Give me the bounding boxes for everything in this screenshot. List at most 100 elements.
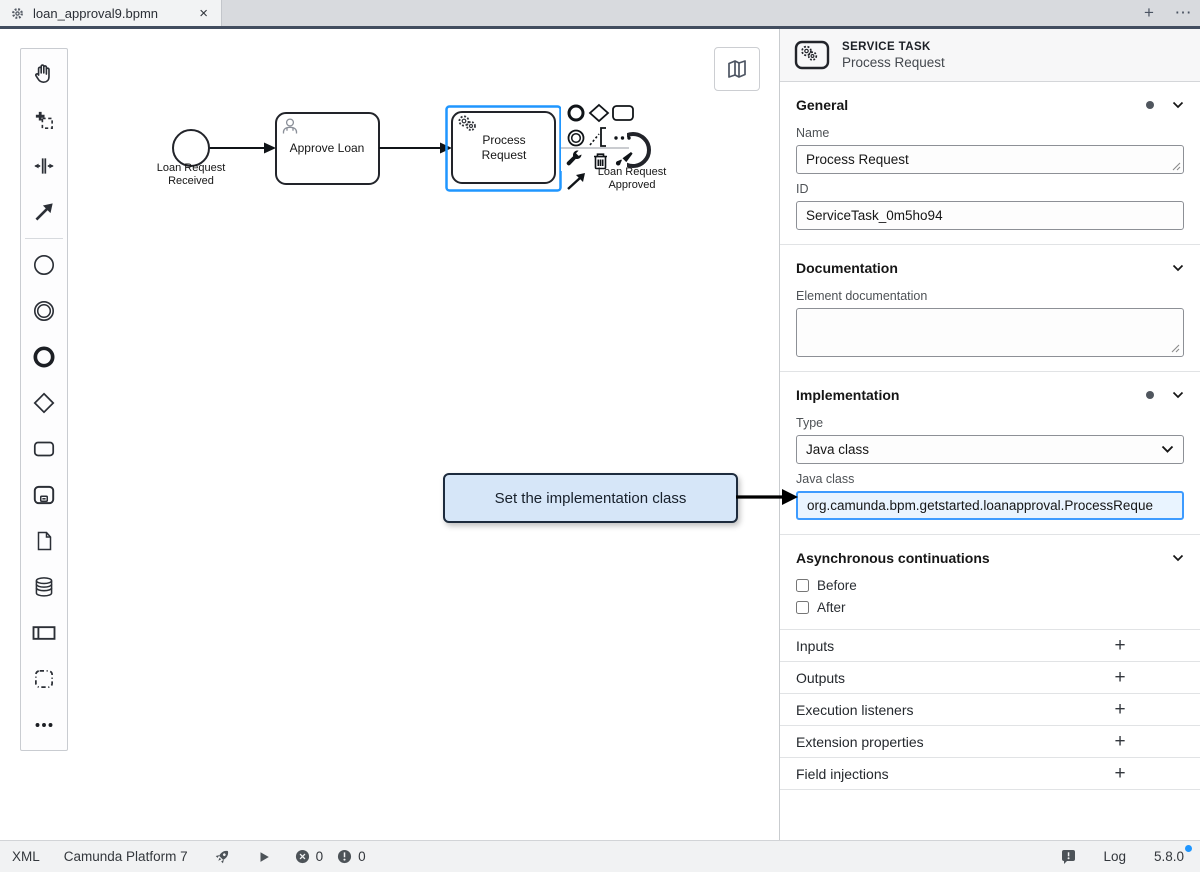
data-object-icon (37, 531, 52, 551)
append-end-event-icon[interactable] (567, 104, 585, 122)
more-tools-icon[interactable] (614, 136, 631, 140)
chevron-down-icon[interactable] (1172, 554, 1184, 562)
field-injections-label: Field injections (796, 765, 889, 782)
create-task[interactable] (21, 426, 67, 472)
create-intermediate-event[interactable] (21, 288, 67, 334)
tab-loan-approval[interactable]: loan_approval9.bpmn × (0, 0, 222, 26)
create-group[interactable] (21, 656, 67, 702)
minimap-toggle-button[interactable] (714, 47, 760, 91)
section-outputs[interactable]: Outputs + (780, 662, 1200, 694)
section-inputs[interactable]: Inputs + (780, 630, 1200, 662)
edited-indicator (1146, 391, 1154, 399)
user-task-label: Approve Loan (290, 141, 365, 155)
palette-more-tools[interactable] (21, 702, 67, 748)
outputs-label: Outputs (796, 669, 846, 686)
start-event[interactable] (172, 129, 210, 167)
start-instance-button[interactable] (257, 850, 271, 864)
task-icon (33, 441, 55, 457)
error-count: 0 (315, 849, 324, 864)
append-gateway-icon[interactable] (588, 103, 610, 123)
element-name: Process Request (842, 54, 945, 70)
create-subprocess[interactable] (21, 472, 67, 518)
add-execution-listener-button[interactable]: + (1114, 699, 1126, 720)
resize-handle[interactable] (1171, 344, 1180, 353)
wrench-icon[interactable] (566, 150, 582, 166)
engine-profile[interactable]: Camunda Platform 7 (63, 849, 188, 864)
append-text-annotation-icon[interactable] (589, 127, 606, 147)
edited-indicator (1146, 101, 1154, 109)
id-input[interactable] (796, 201, 1184, 230)
type-label: Type (796, 416, 824, 430)
add-input-button[interactable]: + (1114, 635, 1126, 656)
chevron-down-icon[interactable] (1172, 101, 1184, 109)
xml-toggle[interactable]: XML (12, 849, 40, 864)
lasso-tool[interactable] (21, 97, 67, 143)
append-intermediate-event-icon[interactable] (567, 129, 585, 147)
create-gateway[interactable] (21, 380, 67, 426)
java-class-label: Java class (796, 472, 855, 486)
hand-tool[interactable] (21, 51, 67, 97)
create-participant[interactable] (21, 610, 67, 656)
service-task-label-1: Process (482, 133, 525, 147)
section-extension-properties[interactable]: Extension properties + (780, 726, 1200, 758)
bpmn-canvas[interactable]: Loan Request Received Approve Loan (0, 29, 780, 840)
log-toggle[interactable]: Log (1103, 849, 1126, 864)
chevron-down-icon[interactable] (1172, 391, 1184, 399)
trash-icon[interactable] (594, 153, 607, 170)
more-options-button[interactable]: ⋯ (1174, 3, 1192, 22)
end-event-label-1: Loan Request (598, 166, 667, 178)
close-icon[interactable]: × (199, 4, 208, 22)
before-checkbox-row: Before (796, 578, 1184, 593)
name-input[interactable] (796, 145, 1184, 174)
tabbar-spacer (222, 0, 1132, 26)
connect-arrow-icon[interactable] (567, 173, 585, 190)
status-bar: XML Camunda Platform 7 0 0 (0, 840, 1200, 872)
gateway-icon (33, 392, 55, 414)
space-tool[interactable] (21, 143, 67, 189)
version-info[interactable]: 5.8.0 (1154, 845, 1192, 864)
general-title: General (796, 97, 849, 113)
service-task-process-request[interactable] (451, 111, 556, 184)
update-available-dot (1185, 845, 1192, 852)
after-checkbox[interactable] (796, 601, 809, 614)
create-end-event[interactable] (21, 334, 67, 380)
map-icon (728, 60, 746, 78)
append-task-icon[interactable] (612, 105, 634, 121)
tab-title: loan_approval9.bpmn (33, 5, 159, 21)
create-data-object[interactable] (21, 518, 67, 564)
after-label: After (817, 600, 846, 615)
create-start-event[interactable] (21, 242, 67, 288)
section-documentation: Documentation Element documentation (780, 245, 1200, 372)
element-documentation-input[interactable] (796, 308, 1184, 357)
selection-outline (445, 105, 562, 192)
global-connect-tool[interactable] (21, 189, 67, 235)
deploy-button[interactable] (214, 848, 231, 865)
data-store-icon (35, 577, 53, 597)
section-general: General Name ID (780, 82, 1200, 245)
error-icon (295, 849, 309, 864)
bpmn-diagram: Loan Request Received Approve Loan (157, 99, 667, 192)
add-extension-property-button[interactable]: + (1114, 731, 1126, 752)
add-output-button[interactable]: + (1114, 667, 1126, 688)
warning-icon (338, 849, 352, 864)
error-status[interactable]: 0 (295, 849, 324, 864)
arrowhead (264, 142, 276, 154)
play-icon (260, 851, 269, 862)
section-field-injections[interactable]: Field injections + (780, 758, 1200, 790)
add-field-injection-button[interactable]: + (1114, 763, 1126, 784)
warning-status[interactable]: 0 (337, 849, 366, 864)
hand-icon (35, 64, 50, 83)
before-label: Before (817, 578, 857, 593)
section-execution-listeners[interactable]: Execution listeners + (780, 694, 1200, 726)
selected-type: Java class (806, 442, 870, 457)
palette-divider (25, 238, 63, 239)
implementation-type-select[interactable]: Java class (796, 435, 1184, 464)
chevron-down-icon[interactable] (1172, 264, 1184, 272)
feedback-button[interactable] (1060, 848, 1077, 865)
tab-bar: loan_approval9.bpmn × + ⋯ (0, 0, 1200, 29)
new-tab-button[interactable]: + (1144, 3, 1154, 22)
color-brush-icon[interactable] (615, 152, 633, 166)
create-data-store[interactable] (21, 564, 67, 610)
java-class-input[interactable] (796, 491, 1184, 520)
before-checkbox[interactable] (796, 579, 809, 592)
